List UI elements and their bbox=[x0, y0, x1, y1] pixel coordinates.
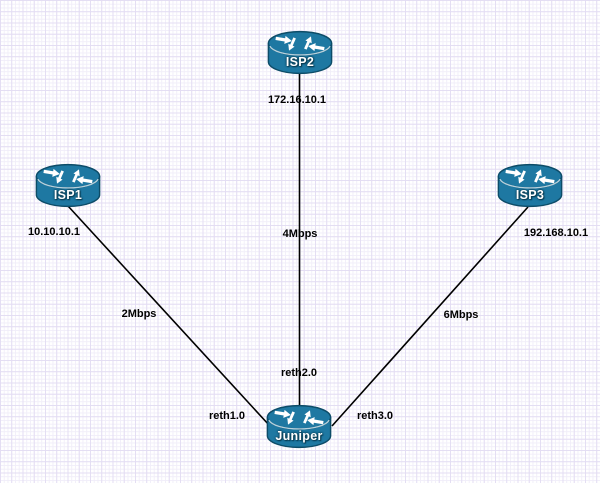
interface-label-reth2: reth2.0 bbox=[280, 367, 318, 379]
link-isp1-juniper[interactable] bbox=[67, 205, 270, 426]
link-isp3-juniper[interactable] bbox=[331, 206, 529, 427]
router-icon bbox=[35, 163, 101, 208]
node-isp1[interactable]: ISP1 bbox=[33, 163, 103, 209]
router-arrows-glyph bbox=[505, 168, 555, 185]
node-isp2[interactable]: ISP2 bbox=[265, 30, 335, 76]
router-arrows-glyph bbox=[43, 168, 93, 185]
bandwidth-label-isp1: 2Mbps bbox=[121, 308, 157, 320]
ip-label-isp2: 172.16.10.1 bbox=[267, 94, 327, 106]
router-icon bbox=[266, 404, 332, 449]
router-arrows-glyph bbox=[275, 35, 325, 52]
ip-label-isp1: 10.10.10.1 bbox=[28, 226, 80, 238]
bandwidth-label-isp3: 6Mbps bbox=[443, 309, 479, 321]
bandwidth-label-isp2: 4Mbps bbox=[282, 228, 318, 240]
router-icon bbox=[497, 163, 563, 208]
interface-label-reth3: reth3.0 bbox=[356, 410, 394, 422]
router-arrows-glyph bbox=[274, 409, 324, 426]
router-icon bbox=[267, 30, 333, 75]
node-juniper[interactable]: Juniper bbox=[264, 404, 334, 450]
ip-label-isp3: 192.168.10.1 bbox=[523, 227, 589, 239]
node-isp3[interactable]: ISP3 bbox=[495, 163, 565, 209]
interface-label-reth1: reth1.0 bbox=[208, 410, 246, 422]
